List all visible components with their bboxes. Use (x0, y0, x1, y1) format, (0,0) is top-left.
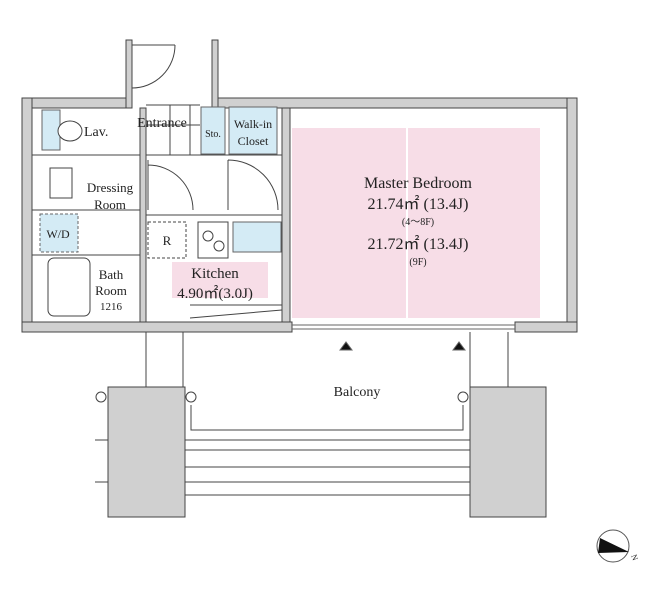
balcony (95, 332, 547, 518)
toilet (41, 109, 61, 151)
master-bedroom-floors-2: (9F) (409, 257, 426, 268)
window-sill (292, 324, 515, 351)
master-bedroom[interactable] (292, 128, 540, 318)
master-bedroom-area-2: 21.72㎡ (13.4J) (368, 235, 469, 253)
walk-in-closet[interactable] (228, 106, 278, 155)
compass-north-label: N (629, 553, 640, 562)
walk-in-closet-label: Closet (238, 134, 269, 148)
stove (197, 221, 229, 259)
balcony-label: Balcony (334, 385, 381, 400)
dressing-room-label: Dressing (87, 180, 134, 195)
dressing-room-label: Room (94, 197, 126, 212)
washer-dryer[interactable] (39, 213, 79, 253)
bath-room-label: Room (95, 283, 127, 298)
lav-label: Lav. (84, 125, 108, 140)
washer-dryer-label: W/D (46, 227, 70, 241)
compass-icon: N (596, 529, 640, 563)
kitchen-label: Kitchen (191, 266, 239, 282)
pillar-right (469, 386, 547, 518)
walls (21, 39, 578, 333)
master-bedroom-label: Master Bedroom (364, 175, 473, 192)
burner (213, 240, 225, 252)
toilet-bowl (57, 120, 83, 142)
burner (202, 230, 214, 242)
kitchen-highlight (172, 262, 268, 298)
kitchen-sink (232, 221, 282, 253)
window-marker (339, 341, 353, 351)
master-bedroom-floors-1: (4～8F) (402, 217, 434, 228)
entrance-label: Entrance (137, 116, 187, 131)
storage[interactable] (200, 106, 226, 155)
entrance-door (32, 44, 283, 319)
refrigerator-space (147, 221, 187, 259)
storage-label: Sto. (205, 129, 221, 140)
bath-room-size: 1216 (100, 301, 123, 313)
pillar-left (107, 386, 186, 518)
window-marker (452, 341, 466, 351)
kitchen-area: 4.90㎡(3.0J) (177, 285, 253, 302)
refrigerator-label: R (163, 233, 172, 248)
bath-room-label: Bath (99, 267, 124, 282)
bathtub (47, 257, 91, 317)
walk-in-closet-label: Walk-in (234, 117, 272, 131)
master-bedroom-area-1: 21.74㎡ (13.4J) (368, 195, 469, 213)
sink (49, 167, 73, 199)
